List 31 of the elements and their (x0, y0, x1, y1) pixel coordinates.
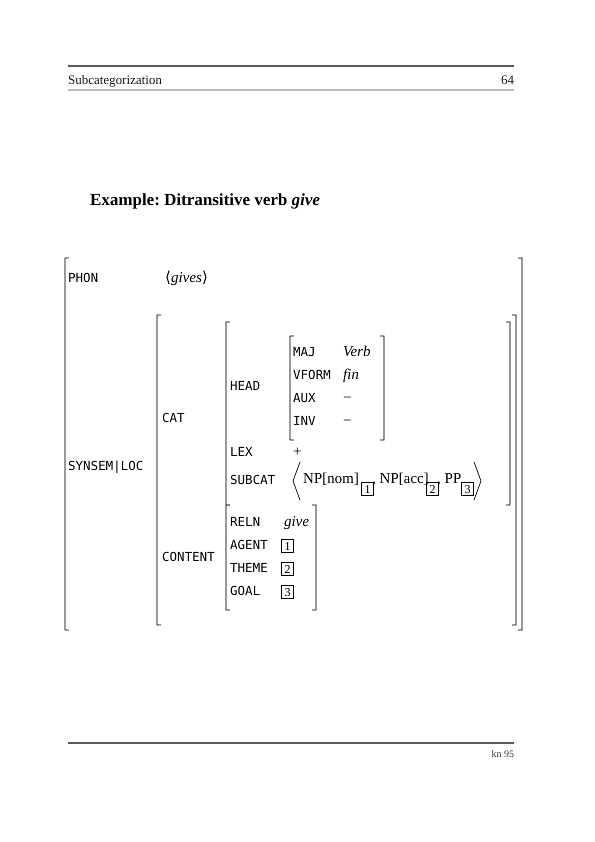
feature-name: THEME (230, 559, 268, 577)
feature-name: SYNSEM|LOC (68, 457, 144, 475)
list-item: NP[nom] (303, 470, 359, 488)
tag-box: 3 (461, 482, 474, 496)
tag-box: 3 (281, 585, 294, 599)
feature-value: − (343, 389, 352, 407)
tag-box: 1 (281, 539, 294, 553)
feature-value: ⟨gives⟩ (165, 269, 208, 287)
feature-name: GOAL (230, 582, 260, 600)
feature-value: − (343, 412, 352, 430)
feature-name: AGENT (230, 536, 268, 554)
feature-name: LEX (230, 443, 253, 461)
tag-box: 2 (281, 562, 294, 576)
feature-name: AUX (293, 389, 316, 407)
feature-name: CAT (162, 409, 185, 427)
footer-note: kn 95 (492, 748, 514, 762)
feature-name: CONTENT (162, 548, 215, 566)
page-number: 64 (501, 71, 514, 89)
feature-value: fin (343, 366, 359, 384)
feature-name: MAJ (293, 343, 316, 361)
feature-name: INV (293, 412, 316, 430)
feature-value: Verb (343, 343, 370, 361)
feature-name: HEAD (230, 377, 260, 395)
feature-name: SUBCAT (230, 471, 276, 489)
feature-value: + (293, 443, 302, 461)
feature-value: give (284, 513, 309, 531)
feature-name: RELN (230, 513, 260, 531)
slide-title: Example: Ditransitive verb give (90, 191, 320, 209)
feature-name: VFORM (293, 366, 331, 384)
feature-name: PHON (68, 269, 98, 287)
running-header: Subcategorization (68, 71, 162, 89)
